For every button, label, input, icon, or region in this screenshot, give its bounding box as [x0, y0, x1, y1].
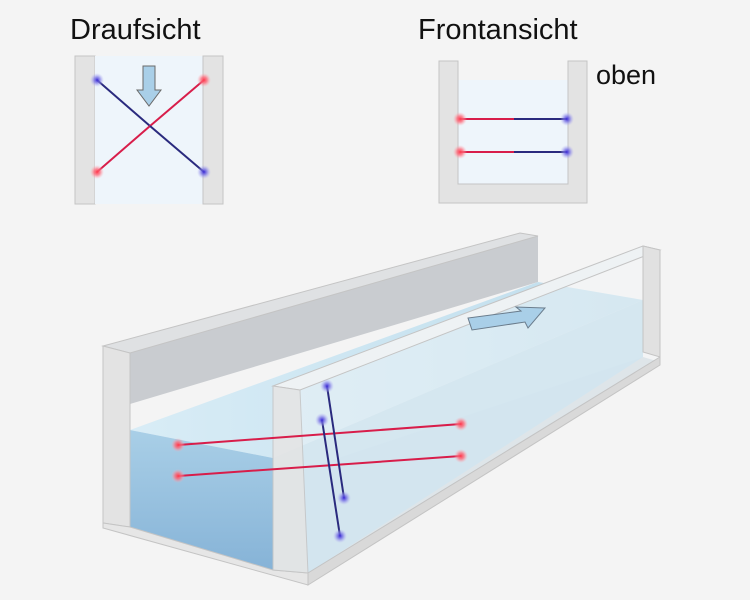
channel-3d-view	[101, 232, 662, 586]
water-end-face	[130, 430, 273, 570]
beam-diagonal-blue-1	[326, 385, 345, 499]
top-view-beam-1-blue	[96, 79, 151, 127]
blue-dot-icon	[333, 529, 347, 543]
beam-upper-red	[177, 423, 462, 446]
front-view-title: Frontansicht	[418, 14, 578, 46]
red-dot-icon	[90, 165, 104, 179]
front-view-water	[458, 80, 568, 184]
top-view-diagram	[74, 55, 224, 205]
blue-dot-icon	[560, 112, 574, 126]
flow-arrow-icon	[136, 65, 162, 107]
blue-dot-icon	[315, 413, 329, 427]
water-surface	[130, 282, 643, 458]
blue-dot-icon	[197, 165, 211, 179]
red-dot-icon	[197, 73, 211, 87]
blue-dot-icon	[560, 145, 574, 159]
back-wall-face	[130, 236, 538, 404]
front-view-u-profile	[438, 60, 588, 204]
beam-diagonal-blue-2	[321, 419, 341, 537]
flow-direction-arrow-icon	[467, 306, 547, 331]
red-dot-icon	[454, 449, 468, 463]
red-dot-icon	[453, 112, 467, 126]
red-dot-icon	[453, 145, 467, 159]
front-view-diagram	[438, 60, 588, 204]
base-right-side	[307, 356, 661, 586]
red-dot-icon	[171, 469, 185, 483]
top-view-beam-1-red	[149, 79, 205, 127]
blue-dot-icon	[337, 491, 351, 505]
water-body	[273, 300, 643, 573]
left-wall-front-face	[102, 345, 131, 528]
top-view-title: Draufsicht	[70, 14, 201, 46]
beam-lower-red	[177, 455, 462, 477]
blue-dot-icon	[320, 379, 334, 393]
red-dot-icon	[454, 417, 468, 431]
red-dot-icon	[171, 438, 185, 452]
right-end-face	[642, 245, 661, 358]
blue-dot-icon	[90, 73, 104, 87]
top-side-marker: oben	[596, 60, 657, 90]
top-view-beam-2-red	[96, 125, 151, 173]
top-view-beam-2-blue	[149, 125, 205, 173]
